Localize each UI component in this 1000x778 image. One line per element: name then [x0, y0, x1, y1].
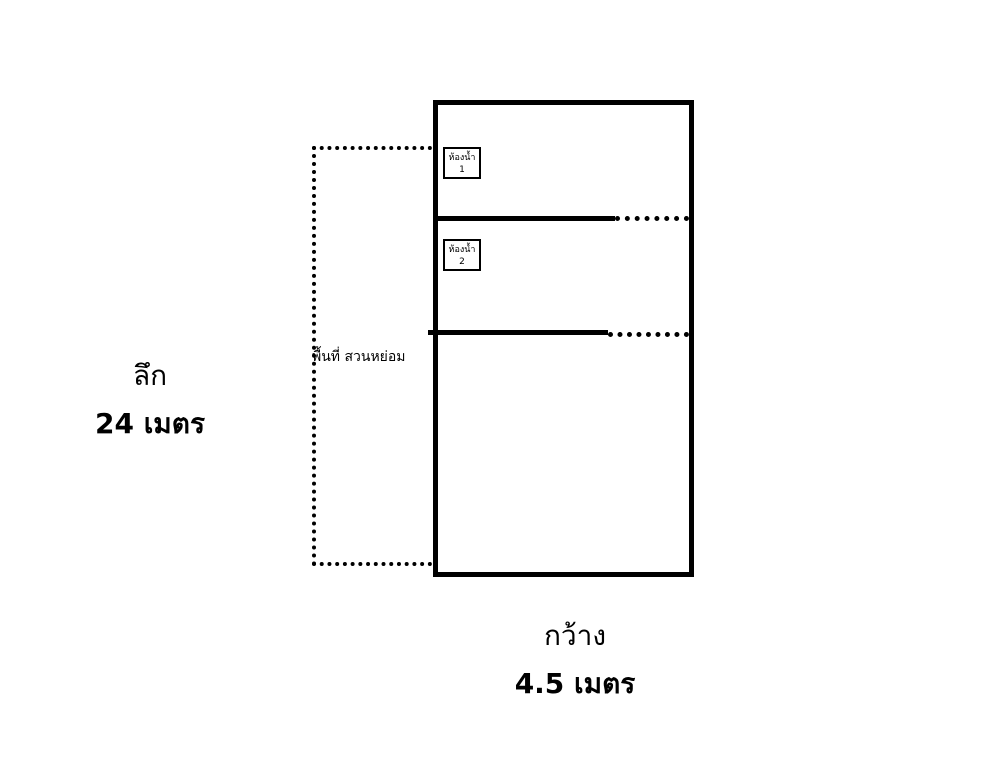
depth-label: ลึก 24 เมตร [80, 352, 220, 448]
bathroom-2-name: ห้องน้ำ [448, 245, 476, 255]
width-label-text: กว้าง [543, 619, 607, 652]
partition-1-dotted [615, 216, 689, 221]
width-label: กว้าง 4.5 เมตร [490, 612, 660, 708]
bathroom-1-number: 1 [459, 165, 465, 175]
depth-value: 24 เมตร [95, 407, 205, 440]
partition-2-dotted [608, 332, 689, 337]
partition-2-solid [428, 330, 608, 335]
bathroom-2-number: 2 [459, 257, 465, 267]
depth-label-text: ลึก [132, 359, 168, 392]
building-outline [433, 100, 694, 577]
partition-1-solid [433, 216, 615, 221]
garden-area-outline [312, 146, 432, 566]
garden-label: พื้นที่ สวนหย่อม [312, 349, 406, 365]
bathroom-1-name: ห้องน้ำ [448, 153, 476, 163]
width-value: 4.5 เมตร [514, 667, 636, 700]
bathroom-2-box: ห้องน้ำ 2 [443, 239, 481, 271]
bathroom-1-box: ห้องน้ำ 1 [443, 147, 481, 179]
